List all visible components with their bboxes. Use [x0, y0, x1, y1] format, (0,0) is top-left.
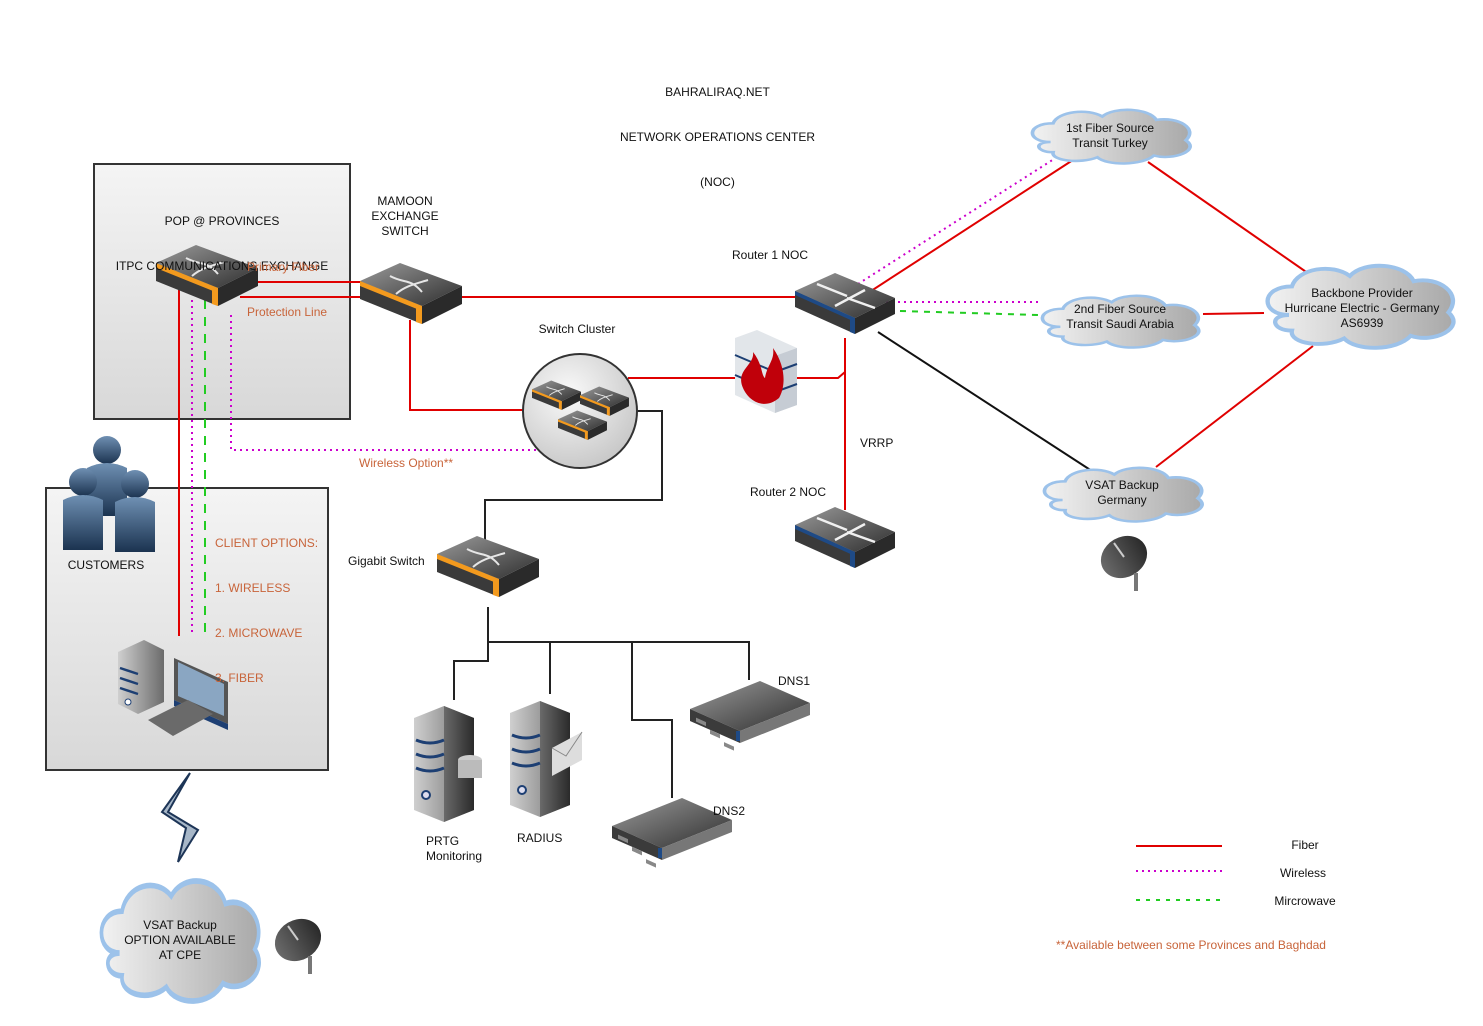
switch-cluster-label: Switch Cluster [538, 322, 616, 336]
link-mamoon-cluster [409, 320, 525, 411]
protection-line-label: Protection Line [247, 305, 328, 319]
legend-wireless-label: Wireless [1279, 866, 1326, 880]
link-fiber2-backbone [1202, 312, 1265, 315]
client-options: CLIENT OPTIONS: 1. WIRELESS 2. MICROWAVE… [215, 506, 318, 701]
client-option: 3. FIBER [215, 671, 264, 685]
dns2-label: DNS2 [713, 804, 746, 818]
title-line3: (NOC) [700, 175, 735, 189]
link-fiber1-backbone [1147, 161, 1313, 277]
link-vsat-backbone [1155, 345, 1314, 468]
pop-title-line2: ITPC COMMUNICATIONS EXCHANGE [115, 259, 329, 273]
primary-fiber-label: Primary Fiber [247, 260, 320, 274]
client-pc-icon[interactable] [118, 640, 228, 736]
client-option: 2. MICROWAVE [215, 626, 303, 640]
router2-label: Router 2 NOC [749, 485, 827, 499]
vsat-cpe-label: VSAT Backup OPTION AVAILABLE AT CPE [124, 918, 236, 962]
switch-cluster-icon[interactable] [522, 353, 638, 469]
mamoon-switch-label: MAMOON EXCHANGE SWITCH [371, 194, 439, 238]
mamoon-switch-icon[interactable] [359, 262, 463, 325]
pop-title: POP @ PROVINCES ITPC COMMUNICATIONS EXCH… [93, 184, 351, 289]
cloud-fiber1-label: 1st Fiber Source Transit Turkey [1065, 121, 1155, 150]
legend-fiber-label: Fiber [1291, 838, 1319, 852]
link-router1-fiber1-wireless [857, 158, 1055, 285]
cloud-vsat-germany-label: VSAT Backup Germany [1085, 478, 1159, 507]
router1-icon[interactable] [793, 271, 897, 336]
link-gigabit-bus [487, 607, 750, 680]
mail-icon [551, 731, 583, 776]
link-cluster-gigabit [484, 410, 663, 540]
wireless-link-bolt-icon [160, 772, 200, 863]
dns1-server-icon[interactable] [690, 681, 810, 751]
router2-icon[interactable] [793, 505, 897, 570]
vrrp-label: VRRP [860, 436, 894, 450]
router1-label: Router 1 NOC [731, 248, 809, 262]
cloud-backbone-label: Backbone Provider Hurricane Electric - G… [1284, 286, 1440, 330]
title-line2: NETWORK OPERATIONS CENTER [619, 130, 816, 144]
link-router1-vsat [877, 331, 1096, 474]
client-option: 1. WIRELESS [215, 581, 291, 595]
cloud-fiber2-label: 2nd Fiber Source Transit Saudi Arabia [1066, 302, 1174, 331]
firewall-icon[interactable] [734, 330, 798, 413]
pop-title-line1: POP @ PROVINCES [164, 214, 280, 228]
prtg-label: PRTG Monitoring [426, 834, 483, 863]
link-router1-fiber1 [867, 157, 1077, 294]
link-firewall-router1 [795, 338, 846, 379]
legend-footnote: **Available between some Provinces and B… [1056, 938, 1326, 952]
dns1-label: DNS1 [778, 674, 811, 688]
database-icon [458, 755, 482, 778]
gigabit-switch-label: Gigabit Switch [348, 554, 425, 568]
customers-label: CUSTOMERS [67, 558, 145, 572]
radius-label: RADIUS [517, 831, 563, 845]
satellite-dish-cpe-icon [265, 908, 331, 976]
links [178, 157, 1314, 798]
legend-microwave-label: Mircrowave [1274, 894, 1336, 908]
link-wireless-option [230, 315, 540, 451]
link-router1-fiber2-microwave [899, 310, 1039, 316]
wireless-option-label: Wireless Option** [359, 456, 454, 470]
link-to-dns2 [631, 642, 673, 798]
customers-icon [63, 436, 155, 552]
gigabit-switch-icon[interactable] [436, 535, 540, 598]
page-title: BAHRALIRAQ.NET NETWORK OPERATIONS CENTER… [600, 55, 835, 205]
satellite-dish-germany-icon [1091, 525, 1157, 593]
client-options-title: CLIENT OPTIONS: [215, 536, 319, 550]
title-line1: BAHRALIRAQ.NET [665, 85, 770, 99]
link-to-prtg [453, 642, 489, 700]
